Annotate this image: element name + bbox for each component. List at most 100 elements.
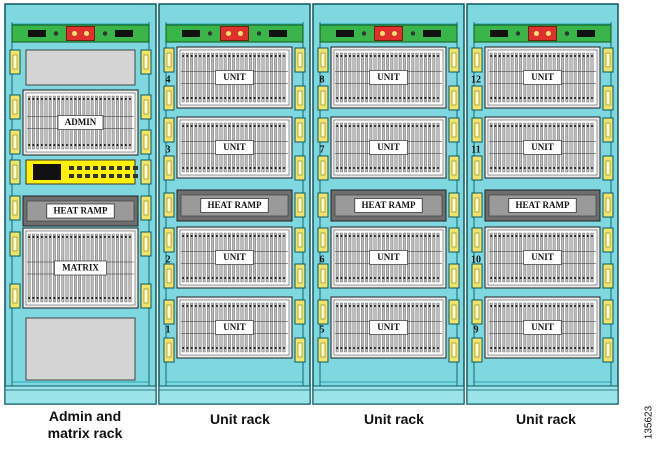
- unit-chassis-card-led: [199, 347, 201, 349]
- unit-chassis-card-led: [578, 305, 581, 307]
- matrix-chassis-card-led: [28, 236, 30, 238]
- unit-chassis-card-led: [374, 167, 376, 169]
- unit-chassis-card-led: [220, 125, 222, 127]
- unit-chassis-card-led: [382, 97, 385, 99]
- unit-chassis-card: [361, 302, 364, 353]
- unit-chassis-card-led: [241, 347, 243, 349]
- unit-chassis-card-led: [498, 97, 501, 99]
- unit-chassis-card-led: [494, 277, 497, 279]
- matrix-chassis-card-led: [74, 297, 77, 299]
- unit-chassis-card-led: [407, 277, 410, 279]
- unit-chassis-card-led: [524, 277, 526, 279]
- unit-chassis-card-led: [582, 305, 585, 307]
- unit-chassis-card: [565, 52, 569, 103]
- unit-heat-ramp-label-box: [200, 198, 269, 213]
- unit-handle-grip: [451, 160, 457, 176]
- unit-chassis-card-led: [270, 305, 273, 307]
- unit-chassis-card-led: [274, 347, 277, 349]
- unit-chassis-card-led: [203, 277, 205, 279]
- unit-chassis-card-led: [266, 235, 268, 237]
- unit-handle-grip: [451, 90, 457, 106]
- unit-chassis-card-led: [570, 305, 572, 307]
- unit-chassis-card-led: [199, 305, 201, 307]
- unit-chassis-card-led: [207, 305, 210, 307]
- unit-chassis-card: [261, 52, 265, 103]
- power-bar-screw: [515, 31, 521, 36]
- unit-chassis-card-led: [578, 277, 581, 279]
- unit-chassis-card-led: [353, 97, 355, 99]
- unit-chassis-card-led: [532, 305, 534, 307]
- unit-chassis-card-led: [203, 97, 205, 99]
- unit-chassis-card: [573, 302, 577, 353]
- unit-chassis-card-led: [399, 235, 401, 237]
- unit-handle-grip: [451, 268, 457, 284]
- unit-chassis-label: UNIT: [377, 142, 400, 152]
- unit-chassis-card-led: [207, 235, 210, 237]
- unit-chassis-card-led: [532, 55, 534, 57]
- unit-chassis-card-led: [228, 55, 231, 57]
- unit-chassis-card: [181, 122, 185, 173]
- unit-chassis-card-led: [274, 55, 277, 57]
- unit-chassis-card: [270, 52, 273, 103]
- unit-chassis-card-led: [519, 167, 522, 169]
- unit-chassis-card-led: [190, 167, 193, 169]
- unit-chassis-label-box: [369, 140, 408, 155]
- unit-chassis-card: [569, 52, 573, 103]
- unit-chassis-card: [515, 232, 518, 283]
- unit-chassis-card-led: [186, 347, 189, 349]
- unit-chassis-card: [257, 302, 261, 353]
- unit-chassis-card-led: [344, 347, 347, 349]
- unit-chassis-card-led: [279, 347, 281, 349]
- unit-chassis-card-led: [232, 125, 235, 127]
- admin-chassis-card: [116, 95, 119, 150]
- unit-chassis-label-box: [215, 250, 254, 265]
- unit-chassis-card-led: [266, 305, 268, 307]
- matrix-chassis-label: MATRIX: [62, 263, 99, 273]
- unit-chassis-card-led: [490, 167, 492, 169]
- unit-chassis-card-led: [420, 235, 422, 237]
- unit-chassis-card: [207, 52, 210, 103]
- unit-chassis-card: [419, 122, 423, 173]
- admin-handle-grip: [143, 288, 149, 304]
- unit-handle-grip: [297, 232, 303, 248]
- power-switch: [226, 31, 231, 36]
- unit-chassis-card-led: [524, 347, 526, 349]
- unit-heat-ramp-label-box: [508, 198, 577, 213]
- matrix-chassis-card: [124, 233, 128, 303]
- admin-chassis-card-led: [120, 144, 123, 146]
- rack-base: [466, 385, 619, 405]
- unit-chassis-card-led: [253, 347, 256, 349]
- unit-chassis-card-led: [274, 125, 277, 127]
- unit-chassis-card-led: [220, 347, 222, 349]
- unit-chassis-card-led: [407, 125, 410, 127]
- unit-chassis-card-led: [519, 235, 522, 237]
- unit-chassis-card: [211, 122, 214, 173]
- admin-handle-grip: [143, 134, 149, 150]
- unit-chassis-card-led: [283, 235, 285, 237]
- unit-chassis-card: [578, 232, 581, 283]
- admin-handle-grip: [12, 164, 18, 180]
- unit-chassis-card: [586, 232, 590, 283]
- unit-chassis-card-led: [503, 125, 505, 127]
- admin-chassis-card-led: [32, 144, 35, 146]
- unit-chassis-card: [569, 232, 573, 283]
- unit-chassis-card-led: [437, 347, 439, 349]
- matrix-chassis-card-led: [125, 297, 127, 299]
- unit-chassis-card-led: [349, 235, 351, 237]
- unit-chassis-card-led: [190, 97, 193, 99]
- unit-chassis-card-led: [283, 97, 285, 99]
- unit-chassis-card: [361, 232, 364, 283]
- unit-chassis-card-led: [361, 125, 364, 127]
- unit-chassis-card-led: [528, 277, 530, 279]
- unit-chassis-card-led: [249, 235, 252, 237]
- unit-chassis-card-led: [591, 305, 593, 307]
- unit-chassis-card-led: [340, 55, 343, 57]
- admin-chassis-card-led: [129, 98, 131, 100]
- unit-chassis-card-led: [245, 97, 247, 99]
- unit-chassis-card-led: [395, 167, 397, 169]
- unit-chassis-card-led: [182, 277, 184, 279]
- unit-chassis-card: [365, 122, 368, 173]
- matrix-chassis-card-led: [49, 236, 51, 238]
- unit-chassis-card-led: [494, 97, 497, 99]
